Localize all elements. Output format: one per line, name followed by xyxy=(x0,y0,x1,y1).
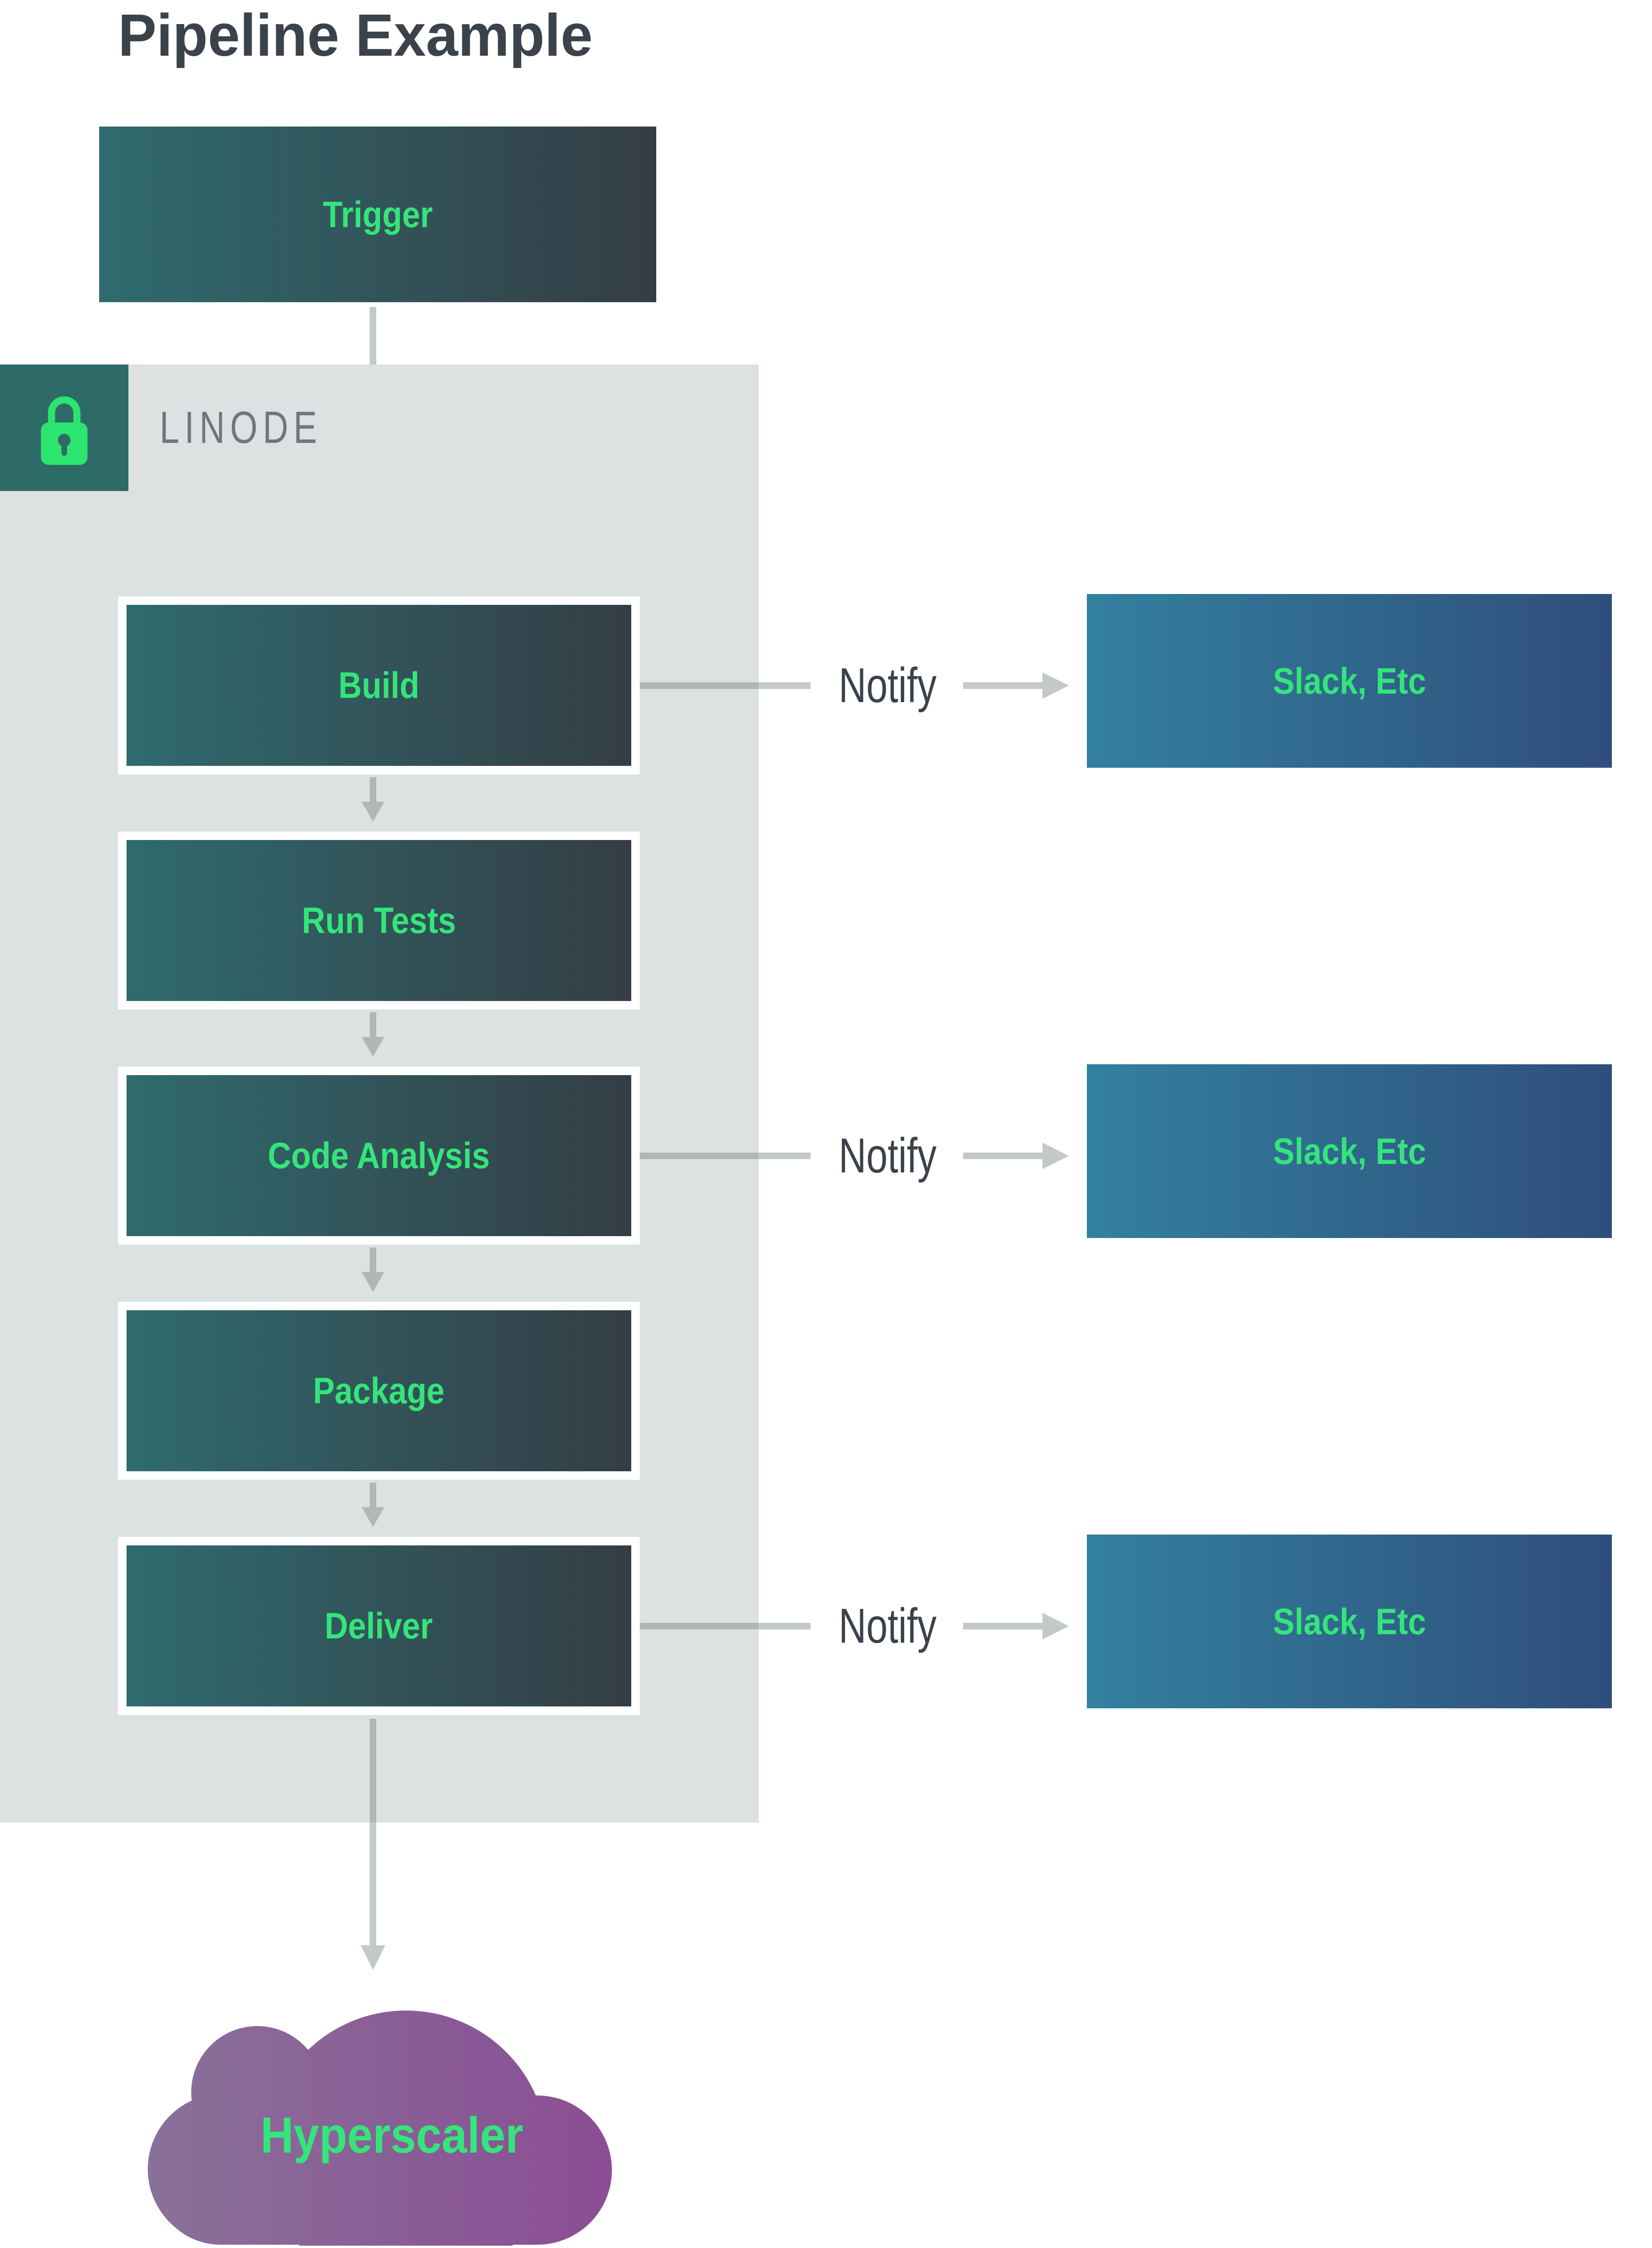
notify-arrowhead xyxy=(1042,1613,1069,1639)
stage-label: Code Analysis xyxy=(268,1135,490,1176)
hyperscaler-label: Hyperscaler xyxy=(260,2106,524,2163)
deliver-to-cloud-arrow xyxy=(370,1719,376,1945)
stage-connector-arrowhead xyxy=(362,1507,384,1527)
stage-connector-arrowhead xyxy=(362,1037,384,1057)
notify-target-box: Slack, Etc xyxy=(1087,1064,1612,1238)
notify-target-label: Slack, Etc xyxy=(1272,1600,1426,1642)
notify-line xyxy=(640,1153,811,1159)
notify-target-label: Slack, Etc xyxy=(1272,1130,1426,1172)
stage-connector-arrow xyxy=(370,1483,376,1507)
deliver-to-cloud-arrowhead xyxy=(361,1945,385,1970)
notify-arrow xyxy=(963,682,1042,689)
stage-box: Build xyxy=(118,596,640,774)
stage-inner: Package xyxy=(127,1310,631,1471)
stage-connector-arrowhead xyxy=(362,802,384,822)
stage-connector-arrowhead xyxy=(362,1272,384,1292)
lock-badge xyxy=(0,365,128,491)
page-title: Pipeline Example xyxy=(118,2,593,68)
notify-label: Notify xyxy=(839,1128,937,1183)
stage-connector-arrow xyxy=(370,777,376,802)
notify-label: Notify xyxy=(839,1599,937,1654)
stage-box: Run Tests xyxy=(118,831,640,1009)
notify-label: Notify xyxy=(839,658,937,713)
notify-arrow xyxy=(963,1153,1042,1159)
linode-label: LINODE xyxy=(160,402,322,453)
notify-arrowhead xyxy=(1042,672,1069,699)
trigger-box: Trigger xyxy=(99,127,656,302)
stage-label: Package xyxy=(313,1370,445,1411)
notify-line xyxy=(640,1623,811,1629)
lock-icon xyxy=(41,396,88,465)
stage-label: Run Tests xyxy=(302,899,456,941)
stage-box: Code Analysis xyxy=(118,1067,640,1245)
stage-label: Build xyxy=(338,664,420,706)
stage-inner: Deliver xyxy=(127,1545,631,1706)
stage-connector-arrow xyxy=(370,1012,376,1037)
stage-box: Package xyxy=(118,1302,640,1480)
trigger-label: Trigger xyxy=(322,193,433,235)
stage-inner: Code Analysis xyxy=(127,1075,631,1236)
stage-label: Deliver xyxy=(325,1605,433,1646)
notify-target-box: Slack, Etc xyxy=(1087,1535,1612,1708)
notify-arrowhead xyxy=(1042,1143,1069,1169)
stage-inner: Run Tests xyxy=(127,840,631,1001)
stage-box: Deliver xyxy=(118,1537,640,1715)
stage-inner: Build xyxy=(127,605,631,766)
notify-target-label: Slack, Etc xyxy=(1272,660,1426,702)
stage-connector-arrow xyxy=(370,1247,376,1272)
cloud-shape xyxy=(148,2010,612,2246)
notify-target-box: Slack, Etc xyxy=(1087,594,1612,768)
notify-arrow xyxy=(963,1623,1042,1629)
notify-line xyxy=(640,682,811,689)
hyperscaler-cloud xyxy=(148,2010,612,2246)
